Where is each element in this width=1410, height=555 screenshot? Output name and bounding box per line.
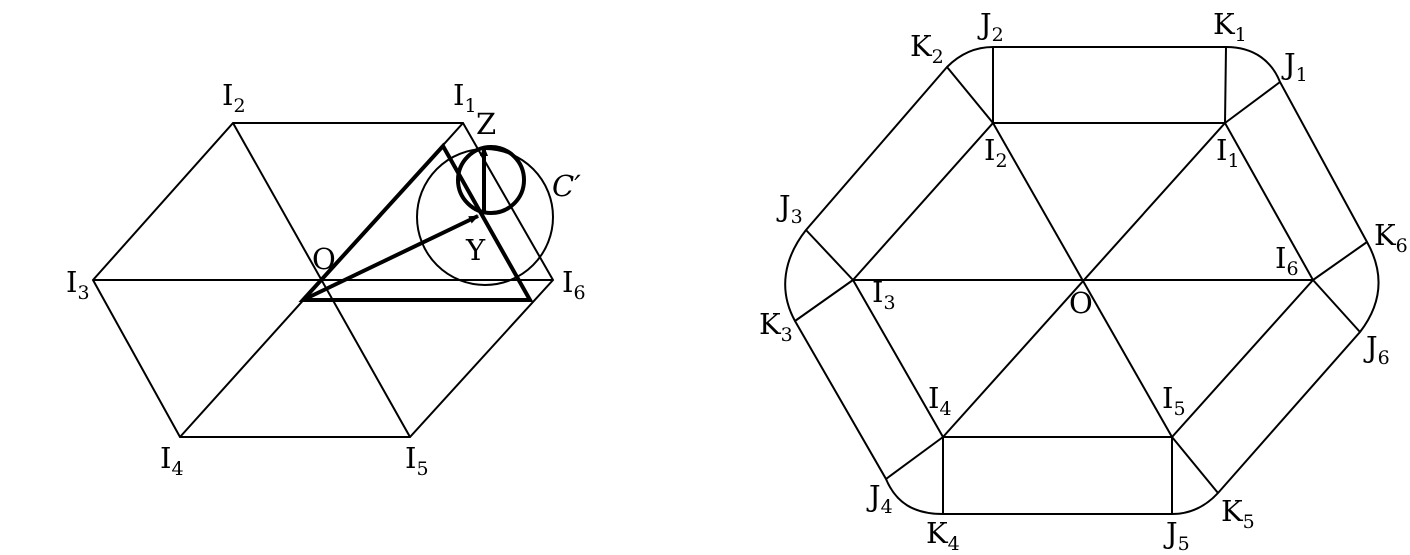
small-circle (456, 145, 526, 215)
label-j6: J6 (1363, 330, 1390, 369)
label-center-o: O (312, 242, 336, 276)
connector-i6-k6 (1312, 241, 1368, 281)
label-j1: J1 (1281, 47, 1308, 86)
label-j3: J3 (776, 189, 803, 228)
label-k4: K4 (926, 516, 960, 555)
connector-i2-k2 (946, 66, 994, 124)
bold-triangle (298, 142, 534, 302)
label-point-y: Y (465, 233, 486, 267)
label-i6: I6 (562, 265, 586, 304)
label-r-i5: I5 (1162, 381, 1186, 420)
vector-o-y (302, 214, 479, 302)
label-i4: I4 (160, 441, 184, 480)
label-r-i2: I2 (984, 133, 1008, 172)
right-diagonal-i2-i5 (992, 122, 1173, 438)
label-k1: K1 (1213, 7, 1247, 46)
label-i2: I2 (222, 78, 246, 117)
label-k6: K6 (1374, 218, 1408, 257)
connector-i6-j6 (1312, 279, 1361, 333)
label-c-prime: C′ (552, 169, 581, 203)
connector-i3-k3 (794, 279, 854, 322)
label-i1: I1 (453, 78, 477, 117)
label-j4: J4 (866, 479, 893, 518)
right-diagonal-i1-i4 (942, 122, 1226, 438)
connector-i5-k5 (1171, 436, 1219, 494)
label-i3: I3 (66, 265, 90, 304)
left-hexagon-figure: I2 I1 I3 I4 I5 I6 O Y Z C′ (66, 78, 586, 480)
label-k3: K3 (759, 307, 793, 346)
connector-i4-j4 (885, 436, 944, 480)
label-r-i6: I6 (1275, 241, 1299, 280)
label-k5: K5 (1221, 494, 1255, 533)
label-j5: J5 (1163, 516, 1190, 555)
connector-i1-k1 (1224, 46, 1227, 124)
label-r-i1: I1 (1216, 133, 1240, 172)
right-hexagon-figure: I2 I1 I3 I6 I4 I5 O J1 J2 J3 J4 J5 J6 K1… (759, 7, 1408, 555)
label-r-i3: I3 (872, 275, 896, 314)
label-j2: J2 (977, 7, 1004, 46)
label-point-z: Z (476, 107, 496, 141)
label-i5: I5 (405, 441, 429, 480)
connector-i3-j3 (805, 229, 854, 281)
connector-i1-j1 (1224, 81, 1281, 124)
label-k2: K2 (910, 29, 944, 68)
label-r-center-o: O (1069, 286, 1093, 320)
label-r-i4: I4 (928, 381, 952, 420)
